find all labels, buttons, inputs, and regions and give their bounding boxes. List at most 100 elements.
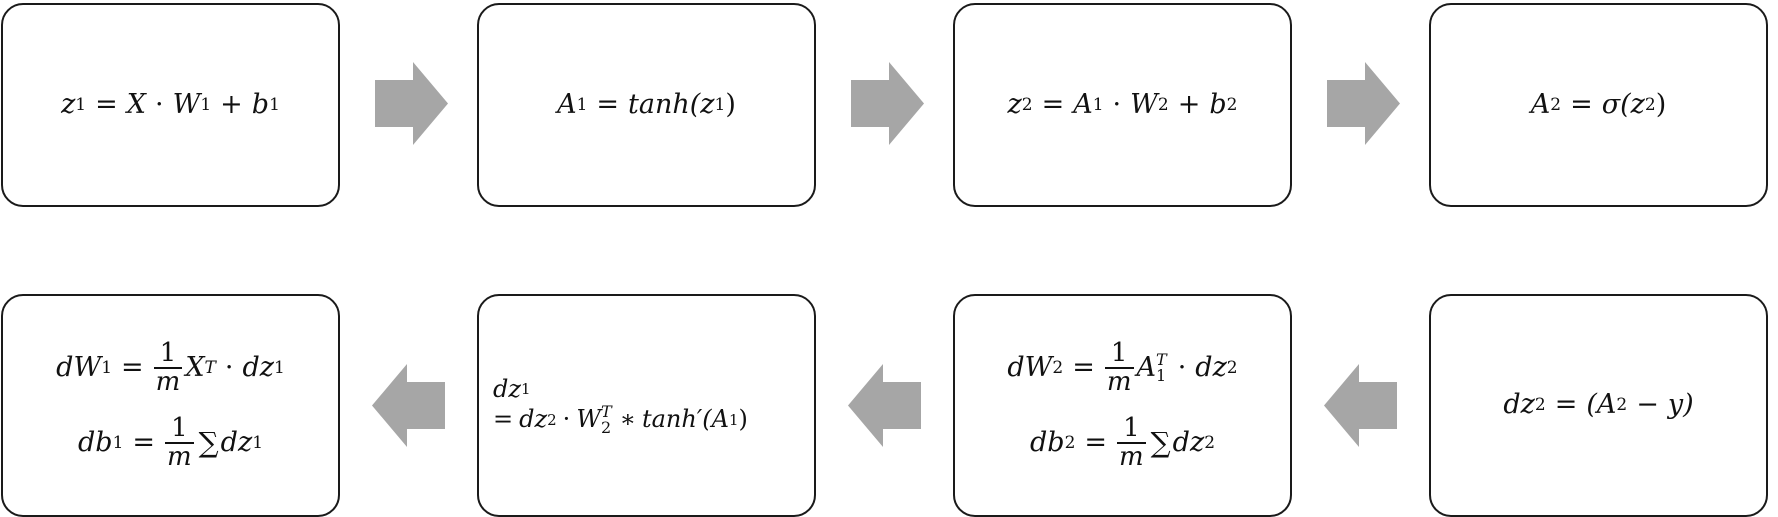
eq-paren: ) bbox=[1655, 88, 1667, 120]
eq-subscript: 1 bbox=[521, 380, 531, 399]
eq-term: dz bbox=[493, 375, 522, 404]
fraction-denominator: m bbox=[1119, 441, 1144, 472]
eq-subscript: 1 bbox=[200, 94, 212, 115]
eq-paren: ) bbox=[738, 405, 748, 434]
eq-subscript: 2 bbox=[1226, 358, 1238, 378]
eq-operator: = bbox=[1554, 389, 1578, 421]
left-arrow-icon bbox=[372, 364, 445, 447]
fraction-bar bbox=[1117, 441, 1146, 444]
fraction-numerator: 1 bbox=[171, 412, 188, 443]
eq-subscript: 2 bbox=[1204, 432, 1216, 453]
eq-operator: · bbox=[1112, 88, 1122, 120]
eq-subscript: 1 bbox=[75, 94, 87, 115]
eq-operator: = bbox=[1570, 88, 1593, 120]
eq-term: tanh′(A bbox=[641, 405, 729, 434]
eq-term: z bbox=[1007, 88, 1022, 120]
sum-symbol: ∑ bbox=[198, 426, 219, 459]
eq-operator: = bbox=[596, 88, 620, 120]
eq-operator: + bbox=[1177, 88, 1201, 120]
fraction-denominator: m bbox=[167, 441, 192, 472]
eq-subscript: 1 bbox=[1156, 366, 1167, 386]
eq-term: A bbox=[1136, 352, 1157, 383]
eq-term: y) bbox=[1667, 389, 1694, 421]
eq-term: A bbox=[1073, 88, 1093, 120]
eq-term: dW bbox=[1007, 352, 1053, 383]
fraction: 1 m bbox=[165, 412, 194, 472]
eq-subscript: 1 bbox=[112, 432, 124, 453]
fraction-denominator: m bbox=[1106, 367, 1132, 398]
eq-subscript: 2 bbox=[1021, 94, 1033, 115]
eq-subscript: 2 bbox=[600, 417, 612, 437]
eq-operator: · bbox=[154, 88, 164, 120]
eq-subscript: 1 bbox=[274, 358, 285, 378]
fraction-denominator: m bbox=[155, 367, 181, 398]
eq-subscript: 1 bbox=[576, 94, 588, 115]
eq-term: db bbox=[1029, 426, 1065, 458]
eq-operator: = bbox=[1084, 426, 1108, 458]
eq-subscript: 1 bbox=[728, 410, 739, 429]
eq-term: dz bbox=[1503, 389, 1535, 421]
eq-term: dz bbox=[220, 426, 253, 458]
left-arrow-icon bbox=[848, 364, 921, 447]
eq-operator: = bbox=[1041, 88, 1065, 120]
fraction-numerator: 1 bbox=[1123, 412, 1140, 443]
eq-operator: = bbox=[132, 426, 156, 458]
eq-operator: = bbox=[95, 88, 118, 120]
fraction: 1 m bbox=[1117, 412, 1146, 472]
eq-term: A bbox=[557, 88, 577, 120]
eq-paren: ) bbox=[725, 88, 736, 120]
eq-term: (A bbox=[1586, 389, 1617, 421]
eq-operator: = bbox=[1072, 352, 1095, 383]
eq-term: dz bbox=[519, 405, 548, 434]
eq-subscript: 2 bbox=[1534, 395, 1546, 416]
eq-subscript: 2 bbox=[1616, 395, 1628, 416]
eq-operator: · bbox=[1177, 352, 1187, 383]
eq-term: σ(z bbox=[1601, 88, 1645, 120]
eq-term: dz bbox=[1195, 352, 1227, 383]
eq-term: X bbox=[185, 352, 205, 383]
fraction-bar bbox=[165, 441, 194, 444]
left-arrow-shape bbox=[848, 364, 921, 447]
eq-term: b bbox=[1209, 88, 1227, 120]
eq-term: z bbox=[61, 88, 76, 120]
eq-operator: + bbox=[220, 88, 243, 120]
left-arrow-icon bbox=[1324, 364, 1397, 447]
eq-subscript: 1 bbox=[101, 358, 113, 378]
eq-term: dz bbox=[1172, 426, 1205, 458]
fraction: 1 m bbox=[153, 339, 183, 398]
eq-subscript: 1 bbox=[252, 432, 264, 453]
fraction-numerator: 1 bbox=[1110, 337, 1128, 368]
left-arrow-shape bbox=[1324, 364, 1397, 447]
eq-subscript: 2 bbox=[1550, 94, 1562, 115]
eq-operator: · bbox=[562, 405, 571, 434]
fraction: 1 m bbox=[1104, 337, 1134, 398]
eq-operator: · bbox=[224, 352, 234, 383]
eq-superscript: T bbox=[204, 358, 216, 378]
eq-term: db bbox=[77, 426, 113, 458]
sum-symbol: ∑ bbox=[1150, 426, 1171, 459]
eq-subscript: 1 bbox=[1092, 94, 1104, 115]
eq-term: tanh(z bbox=[628, 88, 715, 120]
eq-operator: − bbox=[1636, 389, 1659, 421]
eq-term: dW bbox=[56, 352, 102, 383]
eq-subscript: 2 bbox=[547, 410, 557, 429]
eq-term: A bbox=[1530, 88, 1551, 120]
right-arrow-shape bbox=[1327, 62, 1400, 145]
